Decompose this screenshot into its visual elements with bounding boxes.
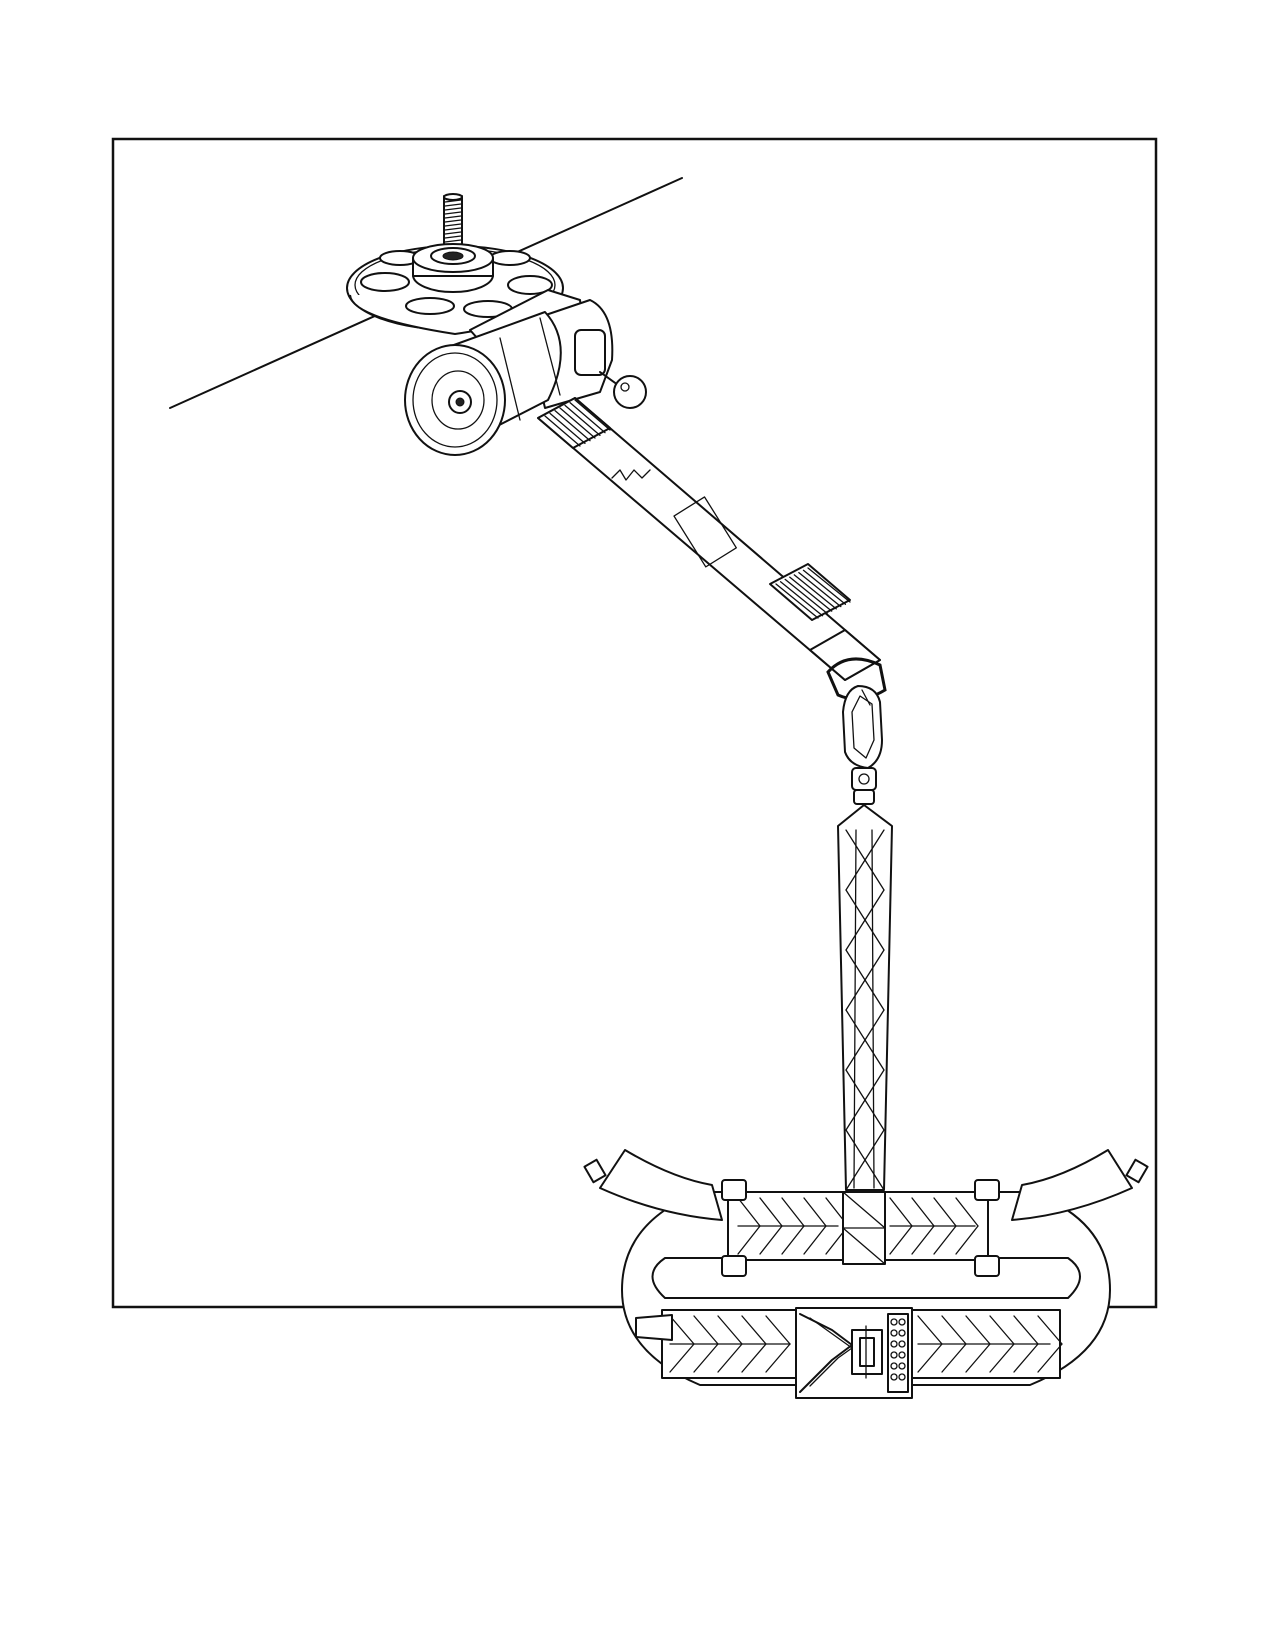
- strap-edge: [853, 829, 857, 1189]
- belt-stitch: [737, 1197, 761, 1227]
- swivel: [851, 767, 877, 805]
- belt-stitch: [941, 1343, 967, 1373]
- belt-stitch: [889, 1197, 913, 1227]
- belt-stitch: [941, 1315, 967, 1345]
- strap-stitch: [845, 1129, 885, 1191]
- belt-stitch: [989, 1343, 1015, 1373]
- frame-border: [111, 137, 1158, 1309]
- suspension-strap: [837, 804, 893, 1265]
- stud-thread-line: [444, 211, 462, 215]
- stud-thread-line: [444, 227, 462, 231]
- belt-stitch: [917, 1343, 943, 1373]
- strap-stripe: [559, 407, 596, 439]
- strap-stripe: [569, 402, 606, 434]
- strap-stripe: [807, 567, 851, 603]
- belt-stitch: [759, 1225, 783, 1255]
- buckle-dot: [890, 1329, 898, 1337]
- stud-thread-line: [444, 223, 462, 227]
- belt-stitch: [759, 1197, 783, 1227]
- belt-stitch: [669, 1315, 695, 1345]
- belt-stitch: [803, 1225, 827, 1255]
- webbing-strap: [537, 397, 881, 681]
- strap-stripe: [784, 578, 828, 615]
- buckle-dot: [890, 1351, 898, 1359]
- strap-stitch: [845, 949, 885, 1011]
- strap-stitch: [845, 1069, 885, 1131]
- belt-stitch: [781, 1197, 805, 1227]
- belt-stitch: [781, 1225, 805, 1255]
- belt-stitch: [765, 1343, 791, 1373]
- buckle-dot: [898, 1329, 906, 1337]
- stud-thread-line: [444, 231, 462, 235]
- belt-stitch: [1013, 1343, 1039, 1373]
- stud-thread-line: [444, 203, 462, 207]
- harness: [583, 1149, 1149, 1399]
- stud-thread-line: [444, 219, 462, 223]
- belt-stitch: [955, 1197, 979, 1227]
- strap-stripe: [775, 583, 819, 619]
- strap-stripe: [789, 576, 833, 612]
- strap-stitch: [845, 829, 885, 891]
- belt-stitch: [933, 1225, 957, 1255]
- belt-stitch: [933, 1197, 957, 1227]
- belt-stitch: [989, 1315, 1015, 1345]
- belt-stitch: [803, 1197, 827, 1227]
- strap-stripe: [554, 410, 591, 442]
- belt-stitch: [693, 1343, 719, 1373]
- belt-stitch: [765, 1315, 791, 1345]
- buckle-dot: [898, 1362, 906, 1370]
- belt-stitch: [717, 1315, 743, 1345]
- stud-thread-line: [444, 215, 462, 219]
- strap-edge: [871, 829, 875, 1189]
- buckle-dot: [890, 1340, 898, 1348]
- strap-stripe: [793, 574, 837, 610]
- belt-stitch: [911, 1197, 935, 1227]
- strap-stripe: [544, 415, 581, 447]
- strap-stripe: [802, 569, 847, 605]
- stud-thread-line: [444, 207, 462, 211]
- buckle-dot: [898, 1318, 906, 1326]
- belt-stitch: [741, 1315, 767, 1345]
- belt-stitch: [889, 1225, 913, 1255]
- strap-stripe: [779, 581, 824, 617]
- belt-stitch: [1013, 1315, 1039, 1345]
- buckle-dot: [898, 1351, 906, 1359]
- buckle-dot: [890, 1318, 898, 1326]
- belt-stitch: [737, 1225, 761, 1255]
- strap-stripe: [798, 571, 842, 608]
- belt-stitch: [965, 1343, 991, 1373]
- belt-stitch: [965, 1315, 991, 1345]
- belt-stitch: [741, 1343, 767, 1373]
- belt-stitch: [669, 1343, 695, 1373]
- buckle-dot: [898, 1373, 906, 1381]
- belt-stitch: [693, 1315, 719, 1345]
- buckle-dot: [890, 1362, 898, 1370]
- buckle-dot: [890, 1373, 898, 1381]
- belt-stitch: [911, 1225, 935, 1255]
- strap-stripe: [574, 399, 611, 431]
- buckle-dot: [898, 1340, 906, 1348]
- carabiner: [842, 685, 883, 769]
- belt-stitch: [1037, 1315, 1063, 1345]
- strap-stitch: [845, 1009, 885, 1071]
- belt-stitch: [1037, 1343, 1063, 1373]
- belt-stitch: [917, 1315, 943, 1345]
- strap-stripe: [564, 404, 601, 436]
- belt-stitch: [717, 1343, 743, 1373]
- winch-knob: [599, 371, 647, 409]
- stud-thread-line: [444, 235, 462, 239]
- stud-thread-line: [444, 239, 462, 243]
- strap-stripe: [549, 412, 586, 444]
- strap-stitch: [845, 889, 885, 951]
- winch-drum: [404, 289, 614, 456]
- belt-stitch: [955, 1225, 979, 1255]
